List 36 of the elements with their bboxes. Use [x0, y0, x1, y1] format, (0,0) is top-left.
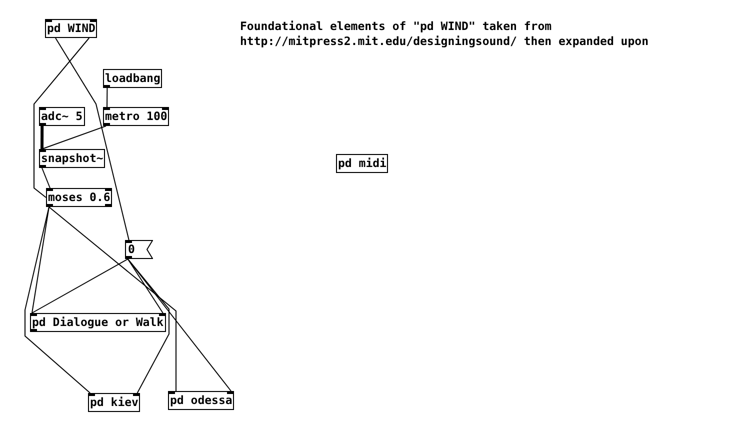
patch-cord — [42, 168, 50, 188]
patch-cord — [32, 206, 50, 314]
object-label: adc~ 5 — [41, 109, 83, 123]
object-box — [46, 188, 112, 207]
object-box — [39, 149, 106, 168]
patch-cord — [42, 126, 106, 150]
patch-cord — [127, 258, 232, 392]
object-box — [88, 393, 140, 412]
patch-cord — [34, 38, 90, 198]
patch-cord — [40, 126, 44, 149]
object-box — [103, 69, 162, 88]
patch-cord — [55, 38, 130, 240]
object-box — [30, 313, 166, 332]
object-box — [39, 107, 85, 126]
object-label: pd WIND — [47, 21, 96, 35]
object-box — [168, 391, 234, 410]
object-box — [45, 19, 98, 38]
patch-cord — [48, 206, 176, 392]
object-label: metro 100 — [105, 109, 168, 123]
object-box — [103, 107, 170, 126]
patch-cord — [127, 258, 170, 394]
object-label: snapshot~ — [41, 151, 104, 165]
number-value: 0 — [128, 242, 135, 256]
patch-cord — [127, 258, 164, 314]
number-box — [125, 240, 153, 259]
object-label: pd kiev — [90, 395, 138, 409]
object-label: pd odessa — [170, 393, 232, 407]
patch-cord — [24, 206, 91, 394]
object-box — [336, 154, 388, 173]
patch-cord — [106, 88, 108, 108]
comment-text: Foundational elements of "pd WIND" taken from http://mitpress2.mit.edu/designingsound/ then expanded upon — [240, 19, 650, 49]
patch-cord — [32, 258, 128, 314]
object-label: pd midi — [338, 156, 386, 170]
object-label: loadbang — [105, 71, 160, 85]
object-label: moses 0.6 — [48, 190, 110, 204]
object-label: pd Dialogue or Walk — [32, 315, 164, 329]
